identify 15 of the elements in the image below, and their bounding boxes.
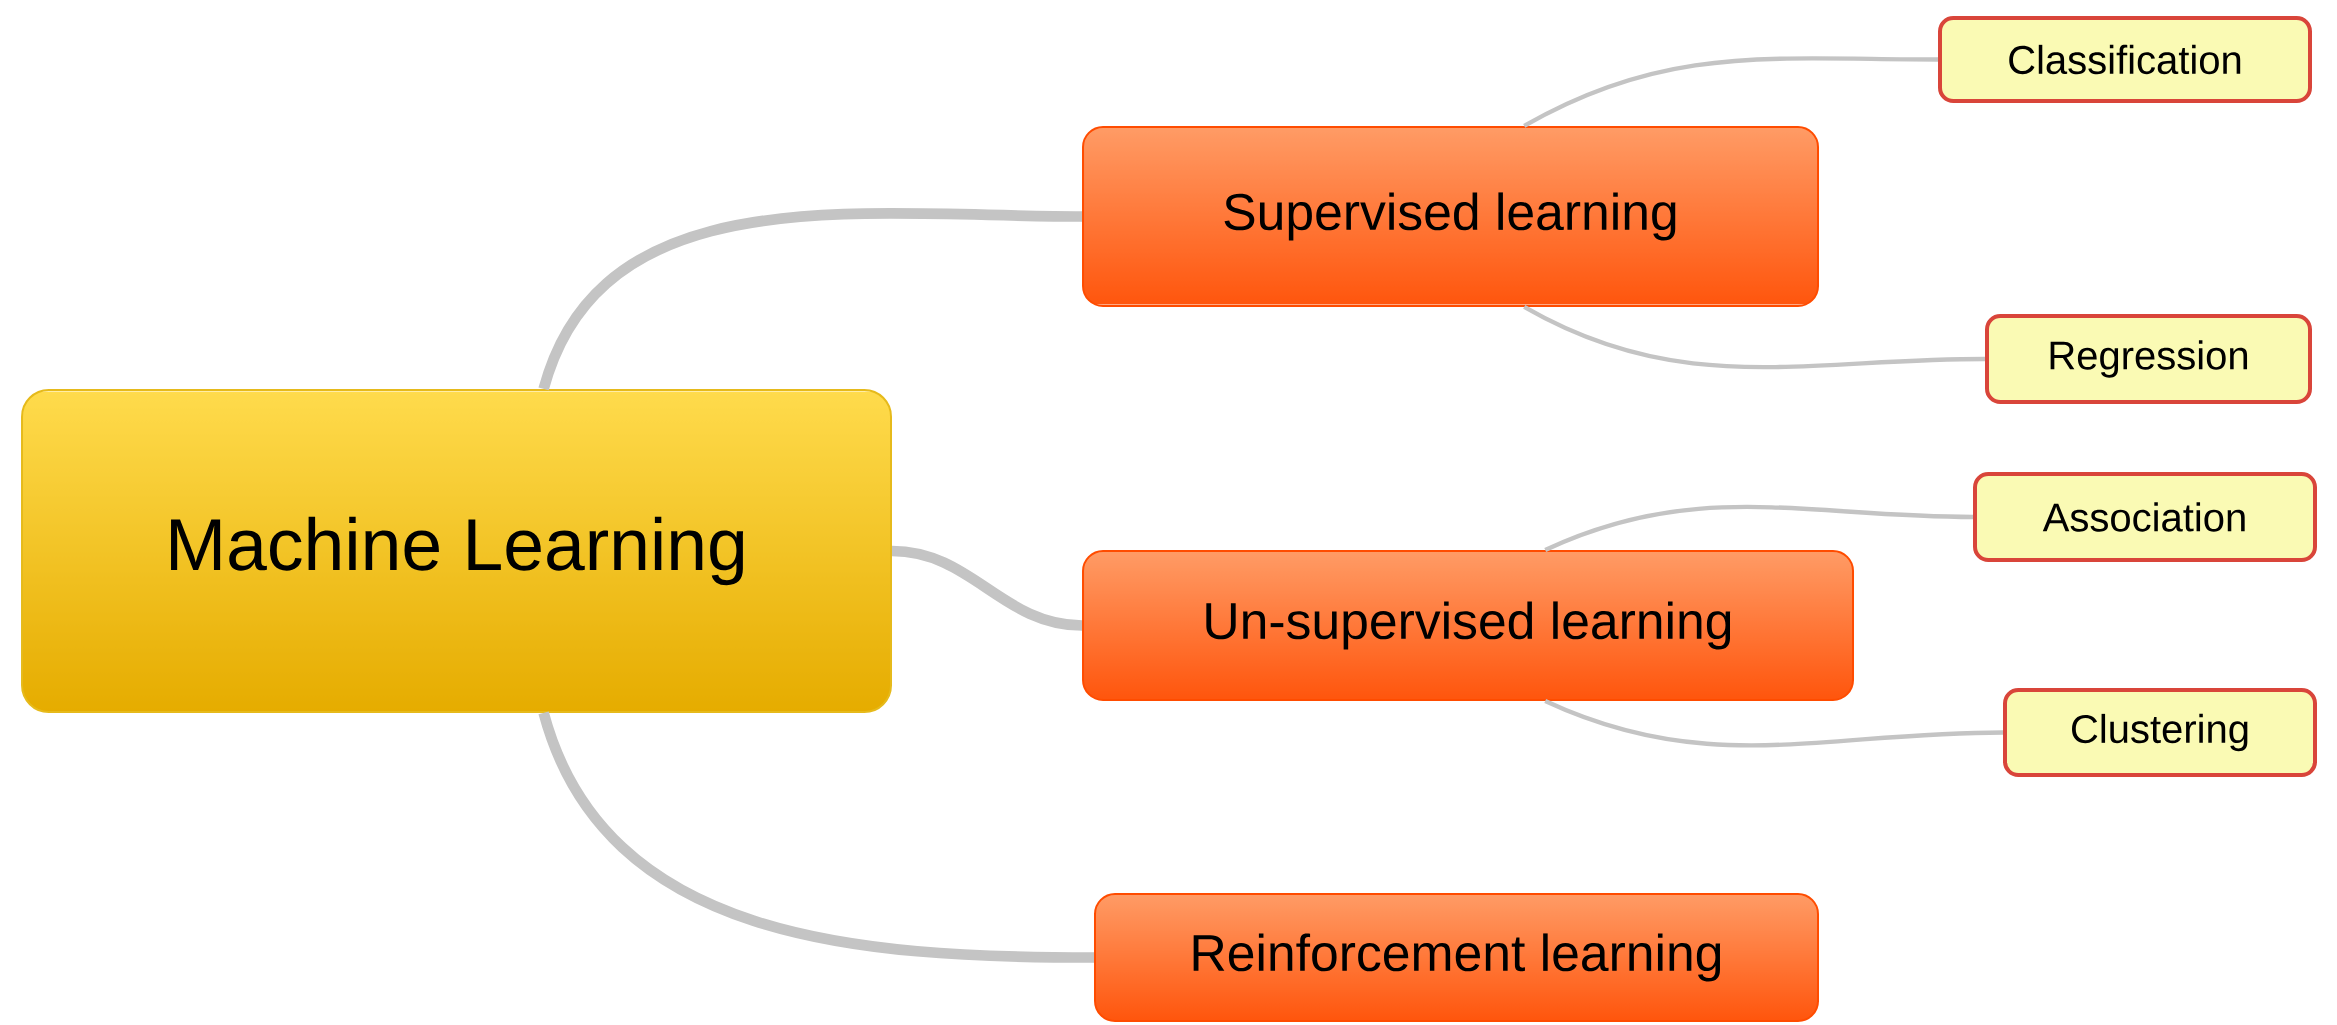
- connector-line: [1523, 56, 1939, 128]
- branch-box: Un-supervised learning: [1082, 550, 1854, 701]
- connector-line: [891, 545, 1083, 631]
- leaf-box: Regression: [1985, 314, 2312, 404]
- connector-line: [1544, 699, 2004, 748]
- connector-line: [1523, 305, 1986, 370]
- connector-line: [538, 208, 1083, 391]
- root-box: Machine Learning: [21, 389, 892, 713]
- leaf-box: Clustering: [2003, 688, 2317, 777]
- leaf-box: Association: [1973, 472, 2317, 562]
- leaf-box: Classification: [1938, 16, 2312, 103]
- branch-box: Supervised learning: [1082, 126, 1819, 307]
- branch-box: Reinforcement learning: [1094, 893, 1819, 1022]
- connector-line: [538, 711, 1095, 963]
- connector-line: [1544, 504, 1974, 552]
